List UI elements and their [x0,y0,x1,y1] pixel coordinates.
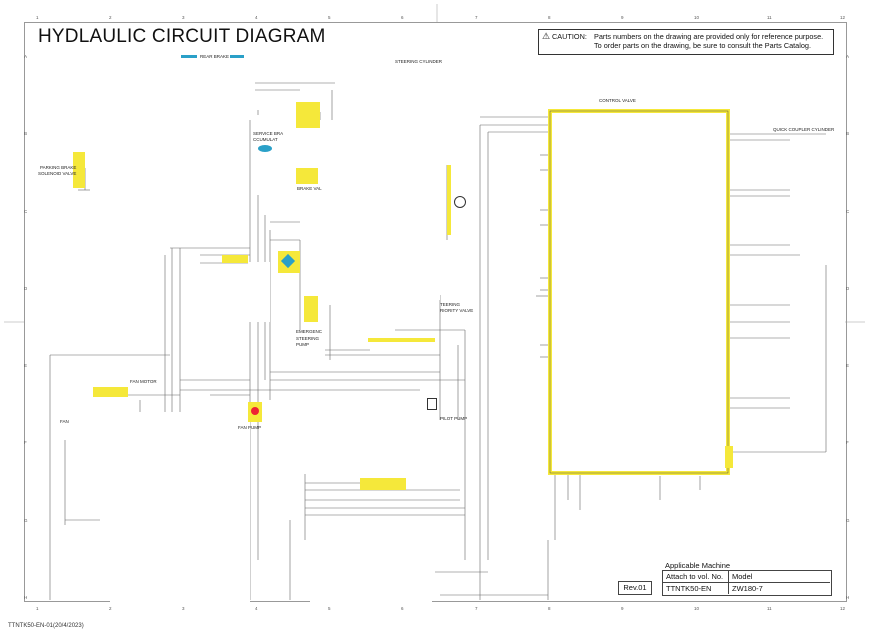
rear-brake-marker-left [181,55,197,58]
grid-column-marker: 3 [182,606,185,611]
label-service-brake-1: SERVICE BRA [253,131,284,136]
emergency-steering-pump-block [304,296,318,322]
mask-region [110,412,250,602]
grid-column-marker: 2 [109,606,112,611]
grid-column-marker: 5 [328,15,331,20]
grid-column-marker: 2 [109,15,112,20]
grid-row-marker: B [24,131,28,136]
grid-row-marker: G [846,518,850,523]
document-footer-id: TTNTK50-EN-01(20/4/2023) [8,623,84,629]
label-emergency-steering-3: PUMP [296,342,310,347]
attach-value: TTNTK50-EN [663,583,729,594]
warning-icon: ⚠ [542,31,551,41]
grid-column-marker: 9 [621,15,624,20]
mask-region [340,130,440,300]
label-emergency-steering-2: STEERING [296,336,320,341]
applicable-machine-label: Applicable Machine [665,561,731,570]
page-title: HYDLAULIC CIRCUIT DIAGRAM [38,26,326,47]
grid-row-marker: C [846,209,850,214]
grid-column-marker: 12 [840,15,846,20]
grid-row-marker: A [24,54,28,59]
grid-row-marker: H [846,595,850,600]
grid-column-marker: 9 [621,606,624,611]
model-value: ZW180-7 [732,584,763,593]
grid-column-marker: 4 [255,15,258,20]
parking-brake-solenoid-block [73,152,85,188]
label-fan-pump: FAN PUMP [238,425,262,430]
label-fan-motor: FAN MOTOR [130,379,157,384]
grid-row-marker: A [846,54,850,59]
grid-row-marker: G [24,518,28,523]
caution-box: ⚠ CAUTION: Parts numbers on the drawing … [538,29,834,55]
grid-column-marker: 7 [475,606,478,611]
label-steering-priority-1: TEERING [440,302,461,307]
revision-box: Rev.01 [618,581,652,595]
grid-column-marker: 7 [475,15,478,20]
grid-column-marker: 8 [548,606,551,611]
label-emergency-steering-1: EMERGENC [296,329,323,334]
label-parking-brake-2: SOLENOID VALVE [38,171,77,176]
grid-row-marker: D [24,286,28,291]
grid-row-marker: F [846,440,849,445]
label-steering-priority-2: RIORITY VALVE [440,308,474,313]
rear-brake-marker-right [230,55,244,58]
grid-column-marker: 1 [36,606,39,611]
caution-line-2: To order parts on the drawing, be sure t… [594,41,812,50]
label-brake-valve: BRAKE VAL [297,186,322,191]
grid-row-marker: B [846,131,850,136]
grid-column-marker: 11 [767,15,772,20]
steering-gauge-icon [454,196,466,208]
label-service-brake-2: CCUMULAT [253,137,278,142]
brake-valve-upper-block [296,102,320,128]
grid-column-marker: 12 [840,606,846,611]
model-label: Model [729,571,830,583]
caution-line-1: Parts numbers on the drawing are provide… [594,32,824,41]
control-valve-port-block [725,446,733,468]
grid-row-marker: H [24,595,28,600]
grid-row-marker: E [24,363,28,368]
mask-region [275,396,433,474]
grid-column-marker: 1 [36,15,39,20]
grid-row-marker: C [24,209,28,214]
mask-region [310,524,432,602]
mid-valve-block [222,255,248,263]
label-fan: FAN [60,419,69,424]
grid-column-marker: 10 [694,606,700,611]
label-control-valve: CONTROL VALVE [599,98,636,103]
accumulator-icon [258,145,272,152]
label-pilot-pump: PILOT PUMP [440,416,468,421]
grid-row-marker: E [846,363,850,368]
mask-region [552,117,722,469]
label-rear-brake: REAR BRAKE [200,54,230,59]
grid-column-marker: 8 [548,15,551,20]
label-parking-brake-1: PARKING BRAKE [40,165,77,170]
grid-column-marker: 10 [694,15,700,20]
brake-valve-block [296,168,318,184]
label-steering-cylinder: STEERING CYLINDER [395,59,443,64]
grid-column-marker: 11 [767,606,772,611]
grid-row-marker: F [24,440,27,445]
caution-label: CAUTION: [552,32,587,41]
attach-label: Attach to vol. No. [663,571,729,583]
grid-column-marker: 3 [182,15,185,20]
lower-valve-block [360,478,406,490]
mask-region [255,115,300,195]
grid-row-marker: D [846,286,850,291]
mask-region [248,262,270,322]
fan-pump-icon [251,407,259,415]
fan-motor-block [93,387,128,397]
grid-column-marker: 6 [401,606,404,611]
label-quick-coupler-cylinder: QUICK COUPLER CYLINDER [773,127,835,132]
grid-column-marker: 5 [328,606,331,611]
grid-column-marker: 4 [255,606,258,611]
pilot-pump-icon [427,398,437,410]
title-block-table: Attach to vol. No. Model TTNTK50-EN ZW18… [662,570,832,596]
grid-column-marker: 6 [401,15,404,20]
